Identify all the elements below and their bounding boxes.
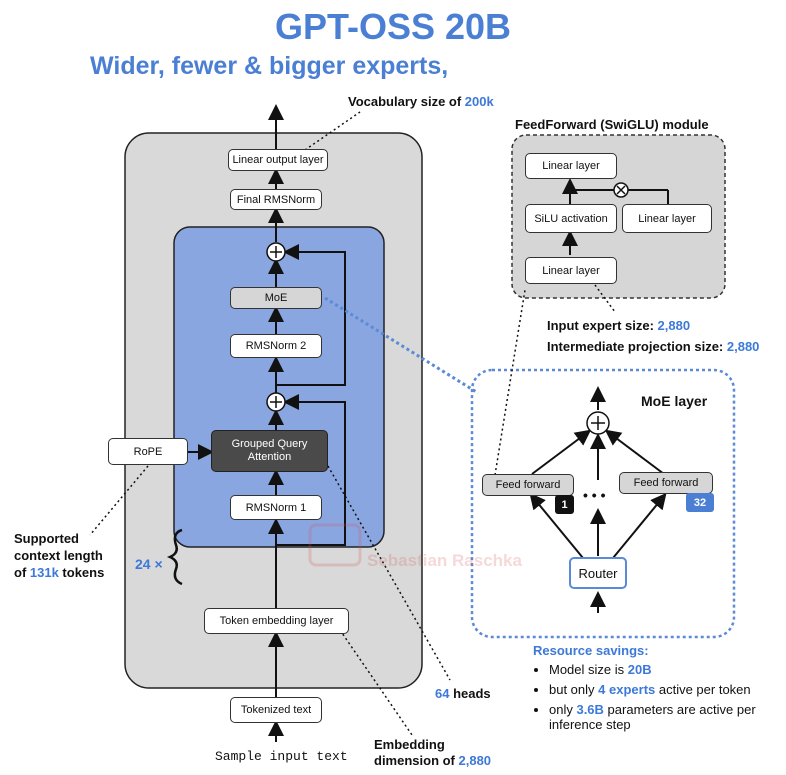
add-circle-top: [266, 242, 286, 262]
vocab-label: Vocabulary size of 200k: [348, 94, 494, 109]
expert-ellipsis: • • •: [583, 487, 606, 503]
ff-linear-layer-right: Linear layer: [622, 204, 712, 233]
moe-layer-title: MoE layer: [641, 393, 708, 409]
sample-input-text: Sample input text: [215, 749, 348, 764]
feed-forward-expert-1: Feed forward: [482, 474, 574, 496]
expert-badge-1: 1: [555, 495, 574, 514]
savings-item-model-size: Model size is 20B: [549, 662, 778, 677]
repeat-count: 24 ×: [135, 556, 163, 572]
savings-item-active-params: only 3.6B parameters are active per infe…: [549, 702, 778, 732]
multiply-circle: [613, 182, 629, 198]
intermediate-projection-size: Intermediate projection size: 2,880: [547, 339, 760, 354]
feed-forward-expert-32: Feed forward: [619, 472, 713, 494]
rmsnorm-2: RMSNorm 2: [230, 334, 322, 358]
heads-label: 64 heads: [435, 686, 491, 701]
moe-layer-panel: [470, 368, 736, 639]
ff-silu-activation: SiLU activation: [525, 204, 617, 233]
embedding-dimension-label: Embedding dimension of 2,880: [374, 737, 492, 768]
input-expert-size: Input expert size: 2,880: [547, 318, 691, 333]
page-title: GPT-OSS 20B: [274, 6, 512, 47]
feedforward-title: FeedForward (SwiGLU) module: [515, 117, 709, 132]
savings-item-active-experts: but only 4 experts active per token: [549, 682, 778, 697]
expert-badge-32: 32: [686, 493, 714, 512]
page-subtitle: Wider, fewer & bigger experts,: [90, 52, 449, 80]
ff-linear-layer-top: Linear layer: [525, 153, 617, 179]
router-box: Router: [569, 557, 627, 589]
final-rmsnorm: Final RMSNorm: [230, 189, 322, 210]
token-embedding-layer: Token embedding layer: [204, 608, 349, 634]
moe-add-circle: [586, 411, 610, 435]
resource-savings-list: Model size is 20B but only 4 experts act…: [533, 662, 778, 737]
resource-savings-title: Resource savings:: [533, 643, 649, 658]
add-circle-bottom: [266, 392, 286, 412]
grouped-query-attention: Grouped Query Attention: [211, 430, 328, 472]
ff-linear-layer-bottom: Linear layer: [525, 257, 617, 284]
tokenized-text: Tokenized text: [230, 697, 322, 723]
watermark-text: Sebastian Raschka: [367, 551, 522, 570]
moe-box: MoE: [230, 287, 322, 309]
rmsnorm-1: RMSNorm 1: [230, 495, 322, 520]
repeat-brace: [166, 528, 183, 586]
rope-box: RoPE: [108, 438, 188, 465]
context-length-label: Supported context length of 131k tokens: [14, 531, 105, 580]
linear-output-layer: Linear output layer: [228, 149, 328, 171]
